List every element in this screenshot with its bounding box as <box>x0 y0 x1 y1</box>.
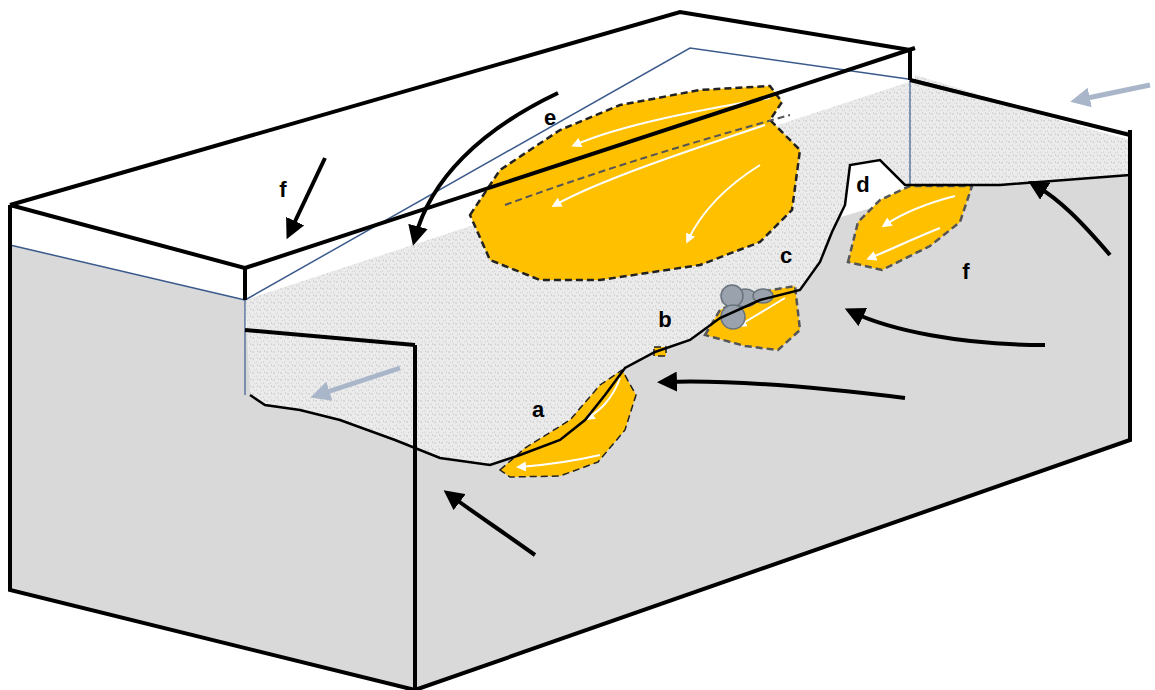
callout-letter: e <box>544 107 556 129</box>
flow-arrows <box>520 98 955 467</box>
callout-letter: b <box>658 309 671 331</box>
current-arrows <box>318 85 1150 395</box>
erosion-surface <box>250 160 1130 465</box>
callout-letter: a <box>532 399 544 421</box>
callout-letter: f <box>279 179 286 201</box>
process-arrows <box>290 93 1110 555</box>
callout-letter: f <box>962 261 969 283</box>
water-slab <box>10 12 915 300</box>
block-outline <box>10 12 1130 690</box>
callout-letter: d <box>856 174 869 196</box>
callout-letter: c <box>780 245 792 267</box>
orange-deposits <box>470 86 972 477</box>
